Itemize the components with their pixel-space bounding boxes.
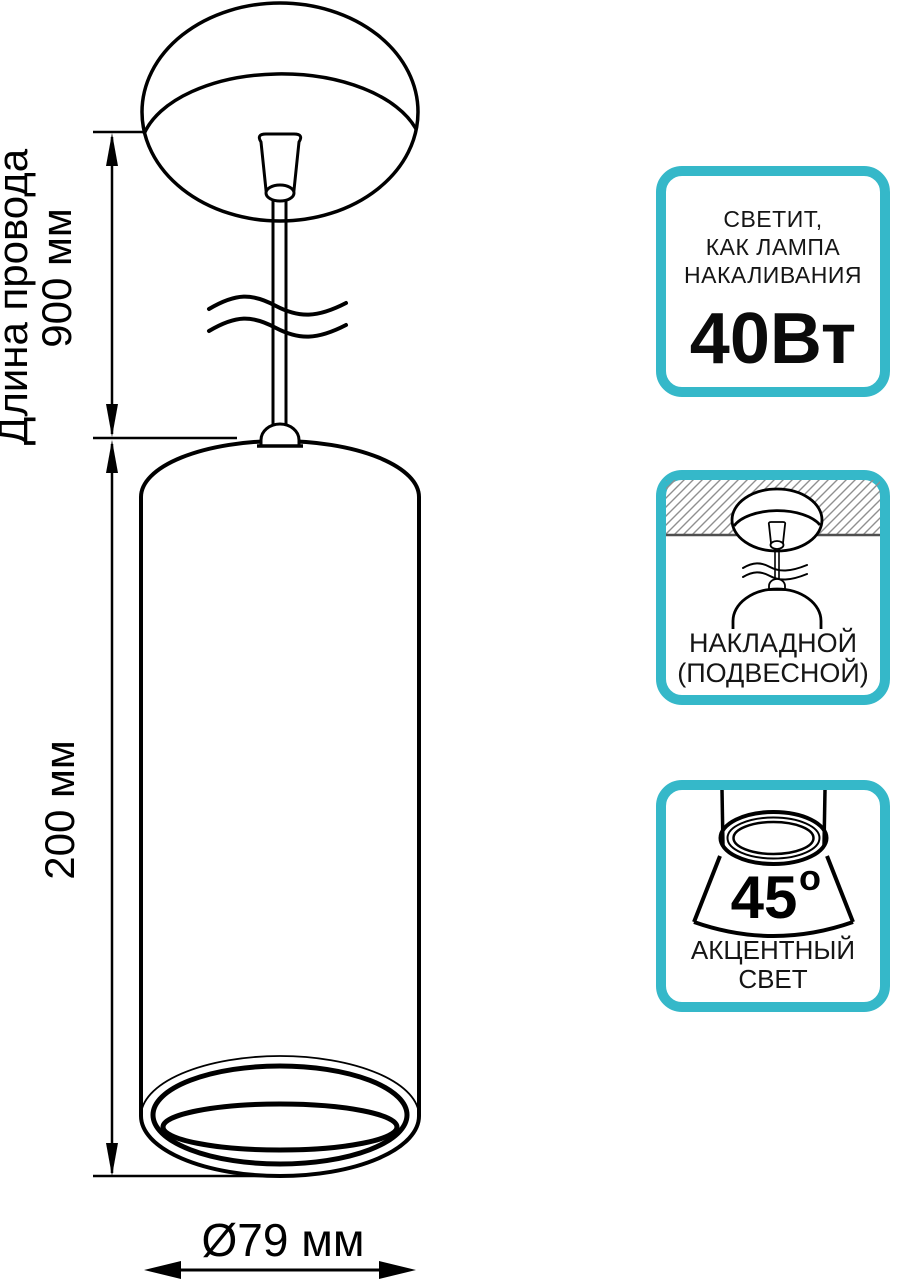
body-height-value: 200 мм [36, 740, 83, 880]
arrow-up-icon [106, 440, 118, 473]
dimension-line-body-height [106, 440, 118, 1176]
arrow-right-icon [379, 1261, 416, 1279]
cord-break-lines [207, 294, 348, 339]
pendant-lamp-technical-drawing: Длина провода 900 мм 200 мм Ø79 мм [0, 1, 421, 1279]
beam-caption-line1: АКЦЕНТНЫЙ [690, 935, 856, 965]
badge-beam-angle: 45 o АКЦЕНТНЫЙ СВЕТ [656, 780, 890, 1012]
ceiling-canopy [140, 1, 420, 223]
wire-length-label: Длина провода [0, 148, 36, 445]
wattage-caption-line2: КАК ЛАМПА [705, 234, 841, 260]
arrow-up-icon [106, 133, 118, 166]
beam-caption-line2: СВЕТ [738, 964, 808, 994]
cord-grip [257, 132, 303, 203]
wattage-value: 40Вт [689, 299, 857, 379]
dimension-line-wire-length [106, 133, 118, 437]
cord-entry-cap [257, 422, 303, 448]
light-beam-angle-icon: 45 o [692, 790, 855, 938]
wattage-caption-line3: НАКАЛИВАНИЯ [684, 262, 862, 288]
beam-angle-value: 45 [731, 864, 798, 931]
badge-mount-type: НАКЛАДНОЙ (ПОДВЕСНОЙ) [656, 470, 890, 705]
lamp-cylinder-body [139, 439, 421, 1178]
badge-wattage-equivalent: СВЕТИТ, КАК ЛАМПА НАКАЛИВАНИЯ 40Вт [656, 166, 890, 397]
wire-length-value: 900 мм [33, 208, 80, 348]
beam-angle-degree: o [799, 857, 821, 898]
dimension-line-diameter [144, 1261, 416, 1279]
wattage-caption-line1: СВЕТИТ, [723, 206, 823, 232]
diameter-value: Ø79 мм [202, 1214, 365, 1266]
arrow-left-icon [144, 1261, 181, 1279]
arrow-down-icon [106, 1143, 118, 1176]
arrow-down-icon [106, 404, 118, 437]
mount-caption-line2: (ПОДВЕСНОЙ) [677, 658, 869, 688]
pendant-lamp-under-ceiling-icon [666, 480, 880, 629]
mount-caption-line1: НАКЛАДНОЙ [688, 628, 858, 658]
